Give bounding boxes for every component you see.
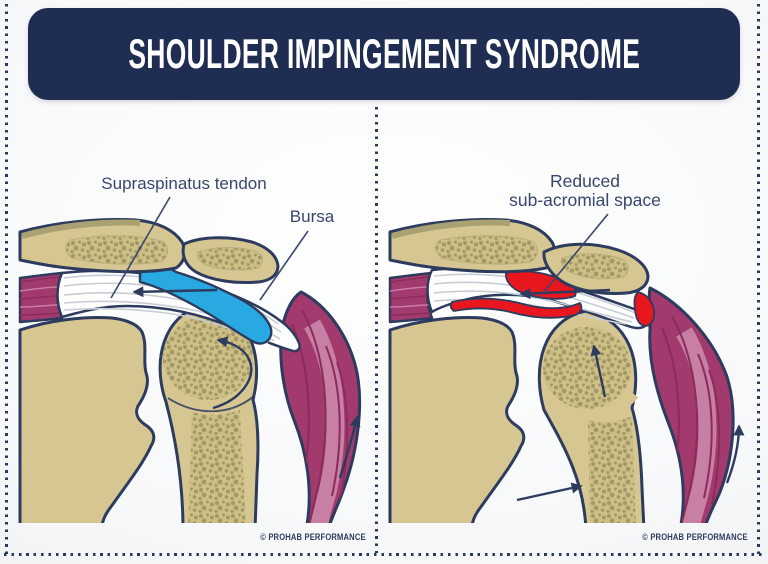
shaft-drive-arrow-icon xyxy=(516,482,583,502)
scapula-bone xyxy=(388,316,526,523)
humerus-bone xyxy=(158,302,260,523)
bursa-label: Bursa xyxy=(290,207,335,226)
tendon-glide-arrow-icon xyxy=(519,288,611,300)
reduced-space-leader-line xyxy=(542,213,609,294)
tendon-glide-arrow-icon xyxy=(132,286,218,298)
deltoid-muscle xyxy=(279,290,362,523)
panel-divider-dotted xyxy=(375,107,378,553)
acromion-clavicle-bones xyxy=(388,218,650,295)
frame-dotted-left xyxy=(5,4,8,556)
deltoid-muscle xyxy=(647,286,735,523)
bursa-shape xyxy=(138,266,273,345)
frame-dotted-bottom xyxy=(4,553,764,556)
acromion-clavicle-bones xyxy=(18,218,280,284)
watermark-left: © PROHAB PERFORMANCE xyxy=(260,531,365,542)
supraspinatus-muscle xyxy=(388,271,434,324)
supraspinatus-muscle xyxy=(18,271,64,324)
supraspinatus-label: Supraspinatus tendon xyxy=(101,174,266,193)
supraspinatus-leader-line xyxy=(110,196,171,299)
watermark-right: © PROHAB PERFORMANCE xyxy=(642,531,747,542)
humeral-rotation-arrow-icon xyxy=(212,336,253,410)
left-diagram-normal-shoulder: Supraspinatus tendon Bursa © PROHAB PERF… xyxy=(18,174,366,542)
page-title: SHOULDER IMPINGEMENT SYNDROME xyxy=(128,30,640,77)
bursa-leader-line xyxy=(259,230,309,301)
arm-elevation-arrow-icon xyxy=(338,415,361,479)
humeral-migration-arrow-icon xyxy=(590,344,607,398)
humerus-bone xyxy=(537,309,646,523)
frame-dotted-right xyxy=(757,4,760,556)
scapula-bone xyxy=(18,316,156,523)
right-diagram-impinged-shoulder: Reduced sub-acromial space © PROHAB PERF… xyxy=(388,171,748,542)
arm-elevation-arrow-icon xyxy=(725,424,745,484)
title-banner: SHOULDER IMPINGEMENT SYNDROME xyxy=(28,8,740,100)
reduced-space-label-line1: Reduced xyxy=(550,171,620,191)
reduced-space-label-line2: sub-acromial space xyxy=(509,190,661,210)
